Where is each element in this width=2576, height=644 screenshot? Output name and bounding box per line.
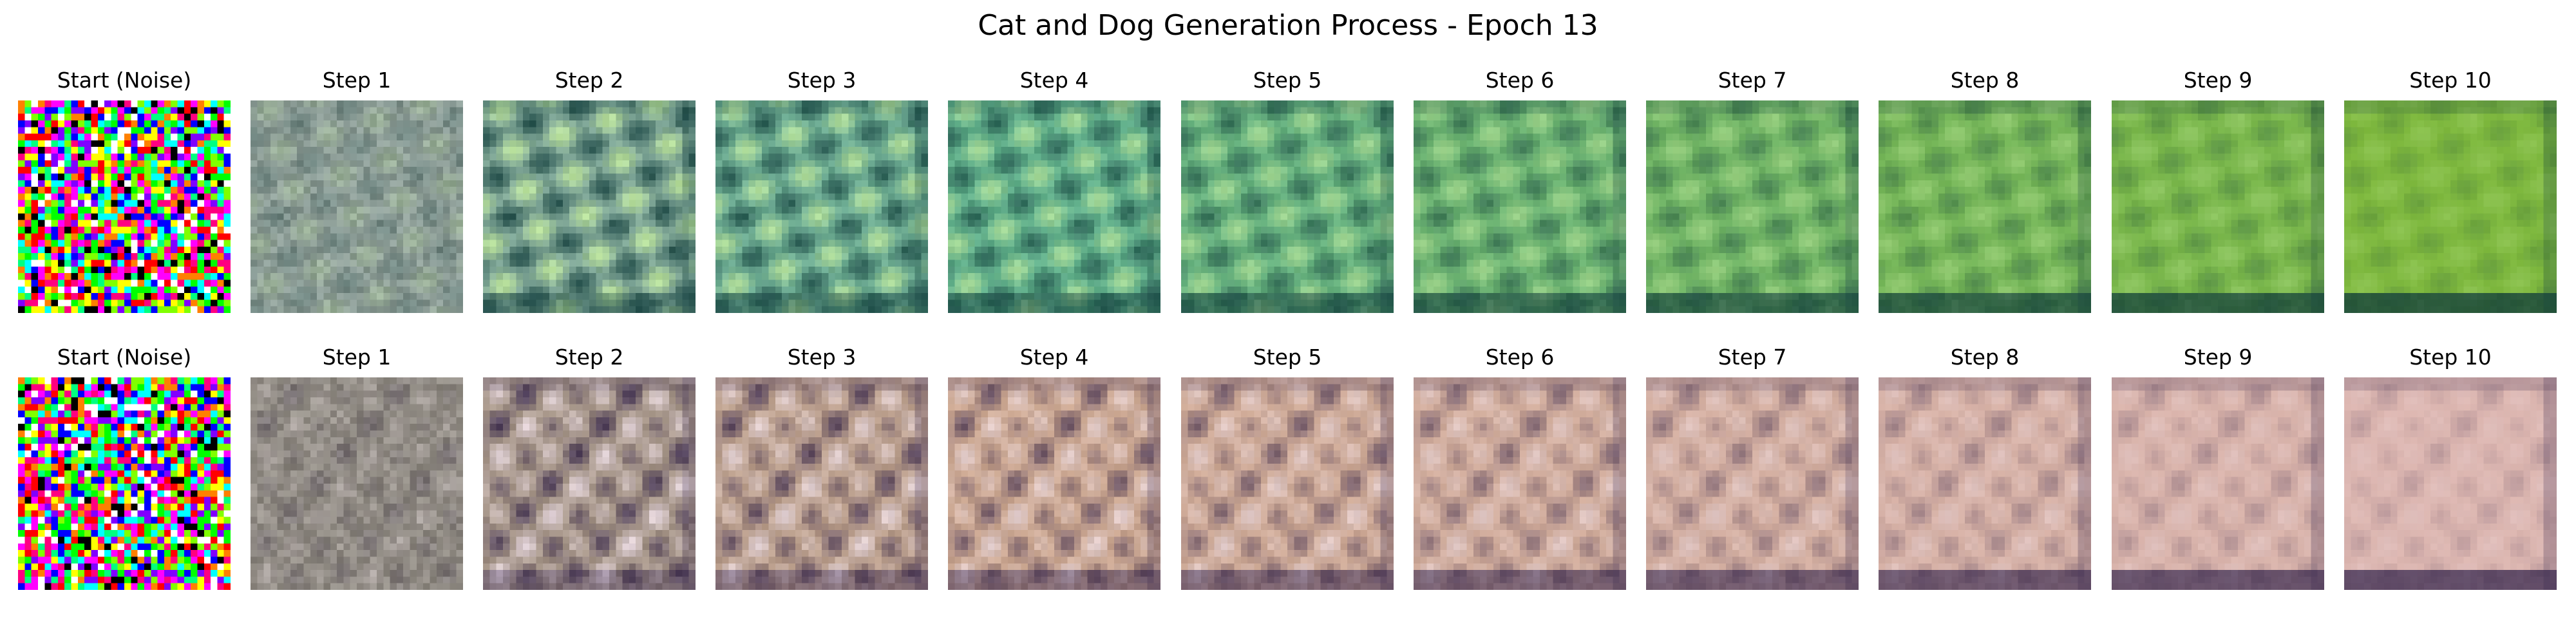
generated-image-dog xyxy=(1879,377,2091,590)
panel-title: Step 5 xyxy=(1253,68,1322,93)
generated-image-cat xyxy=(483,100,696,313)
panel-title: Step 9 xyxy=(2183,345,2253,370)
generated-image-dog xyxy=(715,377,928,590)
panel-title: Step 1 xyxy=(322,345,392,370)
generated-image-dog xyxy=(2344,377,2557,590)
panel-title: Step 3 xyxy=(787,68,857,93)
generated-image-cat xyxy=(2112,100,2324,313)
generated-image-dog xyxy=(2112,377,2324,590)
figure-title: Cat and Dog Generation Process - Epoch 1… xyxy=(978,9,1598,42)
panel-title: Step 7 xyxy=(1718,68,1787,93)
noise-image-cat xyxy=(18,100,231,313)
panel-title: Step 2 xyxy=(554,345,624,370)
panel-title: Step 6 xyxy=(1485,68,1555,93)
generated-image-cat xyxy=(1181,100,1394,313)
panel-title: Step 10 xyxy=(2409,68,2492,93)
generated-image-cat xyxy=(715,100,928,313)
panel-title: Step 6 xyxy=(1485,345,1555,370)
generated-image-dog xyxy=(948,377,1160,590)
generated-image-cat xyxy=(2344,100,2557,313)
panel-title: Step 4 xyxy=(1019,345,1089,370)
panel-title: Step 8 xyxy=(1950,68,2020,93)
panel-title: Step 5 xyxy=(1253,345,1322,370)
generated-image-cat xyxy=(948,100,1160,313)
panel-title: Step 9 xyxy=(2183,68,2253,93)
panel-title: Step 7 xyxy=(1718,345,1787,370)
panel-title: Step 8 xyxy=(1950,345,2020,370)
generated-image-dog xyxy=(1414,377,1626,590)
generated-image-cat xyxy=(1879,100,2091,313)
panel-title: Start (Noise) xyxy=(57,68,192,93)
panel-title: Step 3 xyxy=(787,345,857,370)
panel-title: Start (Noise) xyxy=(57,345,192,370)
generated-image-dog xyxy=(483,377,696,590)
panel-title: Step 10 xyxy=(2409,345,2492,370)
noise-image-dog xyxy=(18,377,231,590)
panel-title: Step 4 xyxy=(1019,68,1089,93)
generated-image-dog xyxy=(251,377,463,590)
generated-image-cat xyxy=(251,100,463,313)
generated-image-dog xyxy=(1181,377,1394,590)
generated-image-cat xyxy=(1414,100,1626,313)
panel-title: Step 2 xyxy=(554,68,624,93)
generated-image-dog xyxy=(1646,377,1859,590)
panel-title: Step 1 xyxy=(322,68,392,93)
generated-image-cat xyxy=(1646,100,1859,313)
